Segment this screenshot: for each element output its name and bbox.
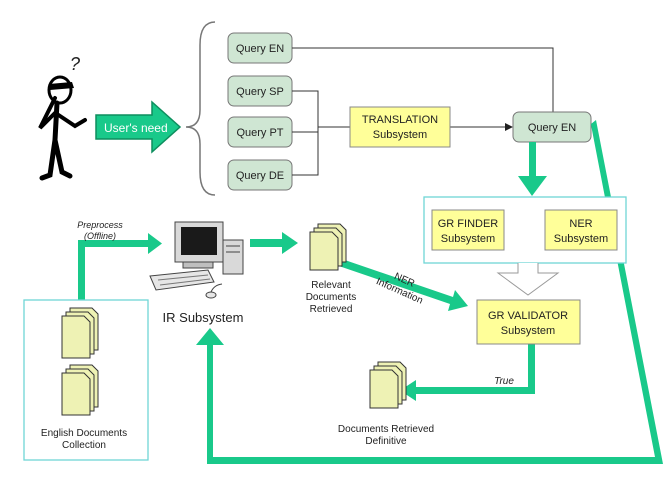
definitive-documents-icon	[369, 361, 407, 409]
translation-subtitle: Subsystem	[373, 129, 427, 141]
english-docs-line2: Collection	[62, 440, 106, 451]
query-de-label: Query DE	[236, 170, 284, 182]
query-en-output-label: Query EN	[528, 122, 576, 134]
relevant-docs-line3: Retrieved	[310, 304, 353, 315]
question-mark: ?	[70, 54, 80, 74]
queries-brace	[185, 21, 216, 196]
query-sp-label: Query SP	[236, 86, 284, 98]
ner-title: NER	[569, 218, 592, 230]
relevant-docs-line1: Relevant	[311, 280, 351, 291]
english-docs-line1: English Documents	[41, 428, 127, 439]
english-documents-collection: English Documents Collection	[23, 299, 149, 461]
ner-subtitle: Subsystem	[554, 233, 608, 245]
users-need-arrow: User's need	[95, 100, 182, 154]
docs-definitive-line2: Definitive	[365, 436, 407, 447]
query-en-output-box: Query EN	[512, 111, 592, 143]
query-box-de: Query DE	[227, 159, 293, 191]
query-box-en: Query EN	[227, 32, 293, 64]
translation-title: TRANSLATION	[362, 114, 438, 126]
query-box-sp: Query SP	[227, 75, 293, 107]
preprocess-offline-label: (Offline)	[84, 231, 116, 241]
gr-finder-title: GR FINDER	[438, 218, 499, 230]
computer-icon	[149, 221, 244, 299]
query-pt-label: Query PT	[236, 127, 283, 139]
true-label: True	[494, 376, 514, 387]
flow-arrows	[78, 120, 663, 464]
gr-validator-subtitle: Subsystem	[501, 325, 555, 337]
relevant-documents-icon	[309, 223, 347, 271]
arrow-preprocess	[78, 233, 162, 300]
preprocess-label: Preprocess	[77, 220, 123, 230]
arrow-ner-info	[333, 257, 468, 311]
gr-validator-title: GR VALIDATOR	[488, 310, 568, 322]
gr-finder-subtitle: Subsystem	[441, 233, 495, 245]
query-en-label: Query EN	[236, 43, 284, 55]
arrow-query-to-finder	[529, 142, 536, 178]
relevant-docs-line2: Documents	[306, 292, 357, 303]
docs-definitive-line1: Documents Retrieved	[338, 424, 434, 435]
query-connectors	[292, 47, 554, 176]
gr-finder-ner-container: GR FINDER Subsystem NER Subsystem	[423, 196, 627, 264]
hollow-arrow-to-validator	[496, 263, 560, 296]
arrow-ir-to-relevant	[250, 232, 298, 254]
users-need-label: User's need	[104, 121, 168, 135]
query-box-pt: Query PT	[227, 116, 293, 148]
gr-validator-box: GR VALIDATOR Subsystem	[476, 299, 581, 345]
ir-subsystem-label: IR Subsystem	[163, 310, 244, 325]
arrow-true	[400, 343, 535, 401]
translation-subsystem-box: TRANSLATION Subsystem	[349, 106, 451, 148]
thinking-person-icon: ?	[38, 54, 87, 181]
